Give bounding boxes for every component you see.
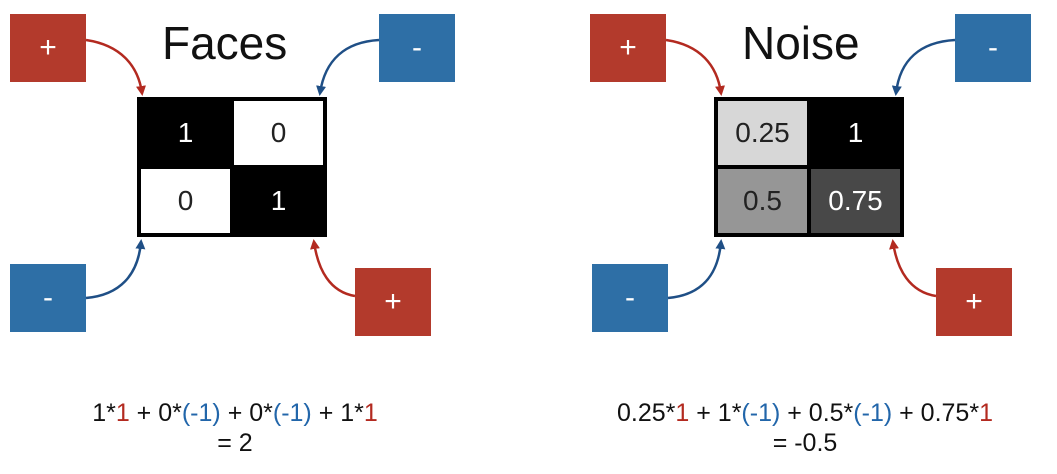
faces-formula: 1*1 + 0*(-1) + 0*(-1) + 1*1 = 2	[20, 398, 450, 458]
faces-arrow-bottom-left	[85, 239, 146, 300]
noise-cell-bottom-left: 0.5	[718, 169, 807, 233]
faces-minus-box-top-right: -	[379, 14, 455, 82]
faces-plus-box-bottom-right: +	[355, 268, 431, 336]
noise-cell-bottom-right: 0.75	[811, 169, 900, 233]
faces-arrow-bottom-right	[310, 239, 356, 298]
faces-cell-top-left: 1	[141, 101, 230, 165]
noise-plus-box-bottom-right: +	[936, 268, 1012, 336]
noise-grid: 0.25 1 0.5 0.75	[714, 97, 904, 237]
noise-minus-box-top-right: -	[955, 14, 1031, 82]
faces-arrow-top-left	[85, 38, 146, 96]
faces-minus-box-bottom-left: -	[10, 264, 86, 332]
faces-plus-box-top-left: +	[10, 14, 86, 82]
faces-cell-top-right: 0	[234, 101, 323, 165]
faces-formula-result: = 2	[217, 429, 253, 457]
noise-arrow-bottom-right	[889, 239, 937, 298]
noise-weight-3: (-1)	[853, 399, 893, 427]
noise-minus-box-bottom-left: -	[592, 264, 668, 332]
faces-weight-3: (-1)	[272, 399, 312, 427]
noise-weight-1: 1	[675, 399, 690, 427]
noise-arrow-bottom-left	[667, 239, 726, 300]
noise-arrow-top-left	[665, 38, 725, 96]
noise-title: Noise	[742, 17, 860, 69]
noise-formula-expression: 0.25*1 + 1*(-1) + 0.5*(-1) + 0.75*1	[617, 399, 993, 427]
noise-cell-top-right: 1	[811, 101, 900, 165]
noise-formula: 0.25*1 + 1*(-1) + 0.5*(-1) + 0.75*1 = -0…	[560, 398, 1050, 458]
faces-cell-bottom-left: 0	[141, 169, 230, 233]
faces-arrow-top-right	[316, 38, 380, 96]
faces-title: Faces	[162, 17, 288, 69]
noise-weight-2: (-1)	[741, 399, 781, 427]
noise-plus-box-top-left: +	[590, 14, 666, 82]
faces-grid: 1 0 0 1	[137, 97, 327, 237]
noise-arrow-top-right	[891, 38, 956, 96]
faces-weight-1: 1	[115, 399, 130, 427]
faces-weight-4: 1	[363, 399, 378, 427]
faces-cell-bottom-right: 1	[234, 169, 323, 233]
noise-cell-top-left: 0.25	[718, 101, 807, 165]
noise-weight-4: 1	[979, 399, 993, 427]
faces-formula-expression: 1*1 + 0*(-1) + 0*(-1) + 1*1	[92, 399, 378, 427]
faces-weight-2: (-1)	[181, 399, 221, 427]
noise-formula-result: = -0.5	[772, 429, 838, 457]
